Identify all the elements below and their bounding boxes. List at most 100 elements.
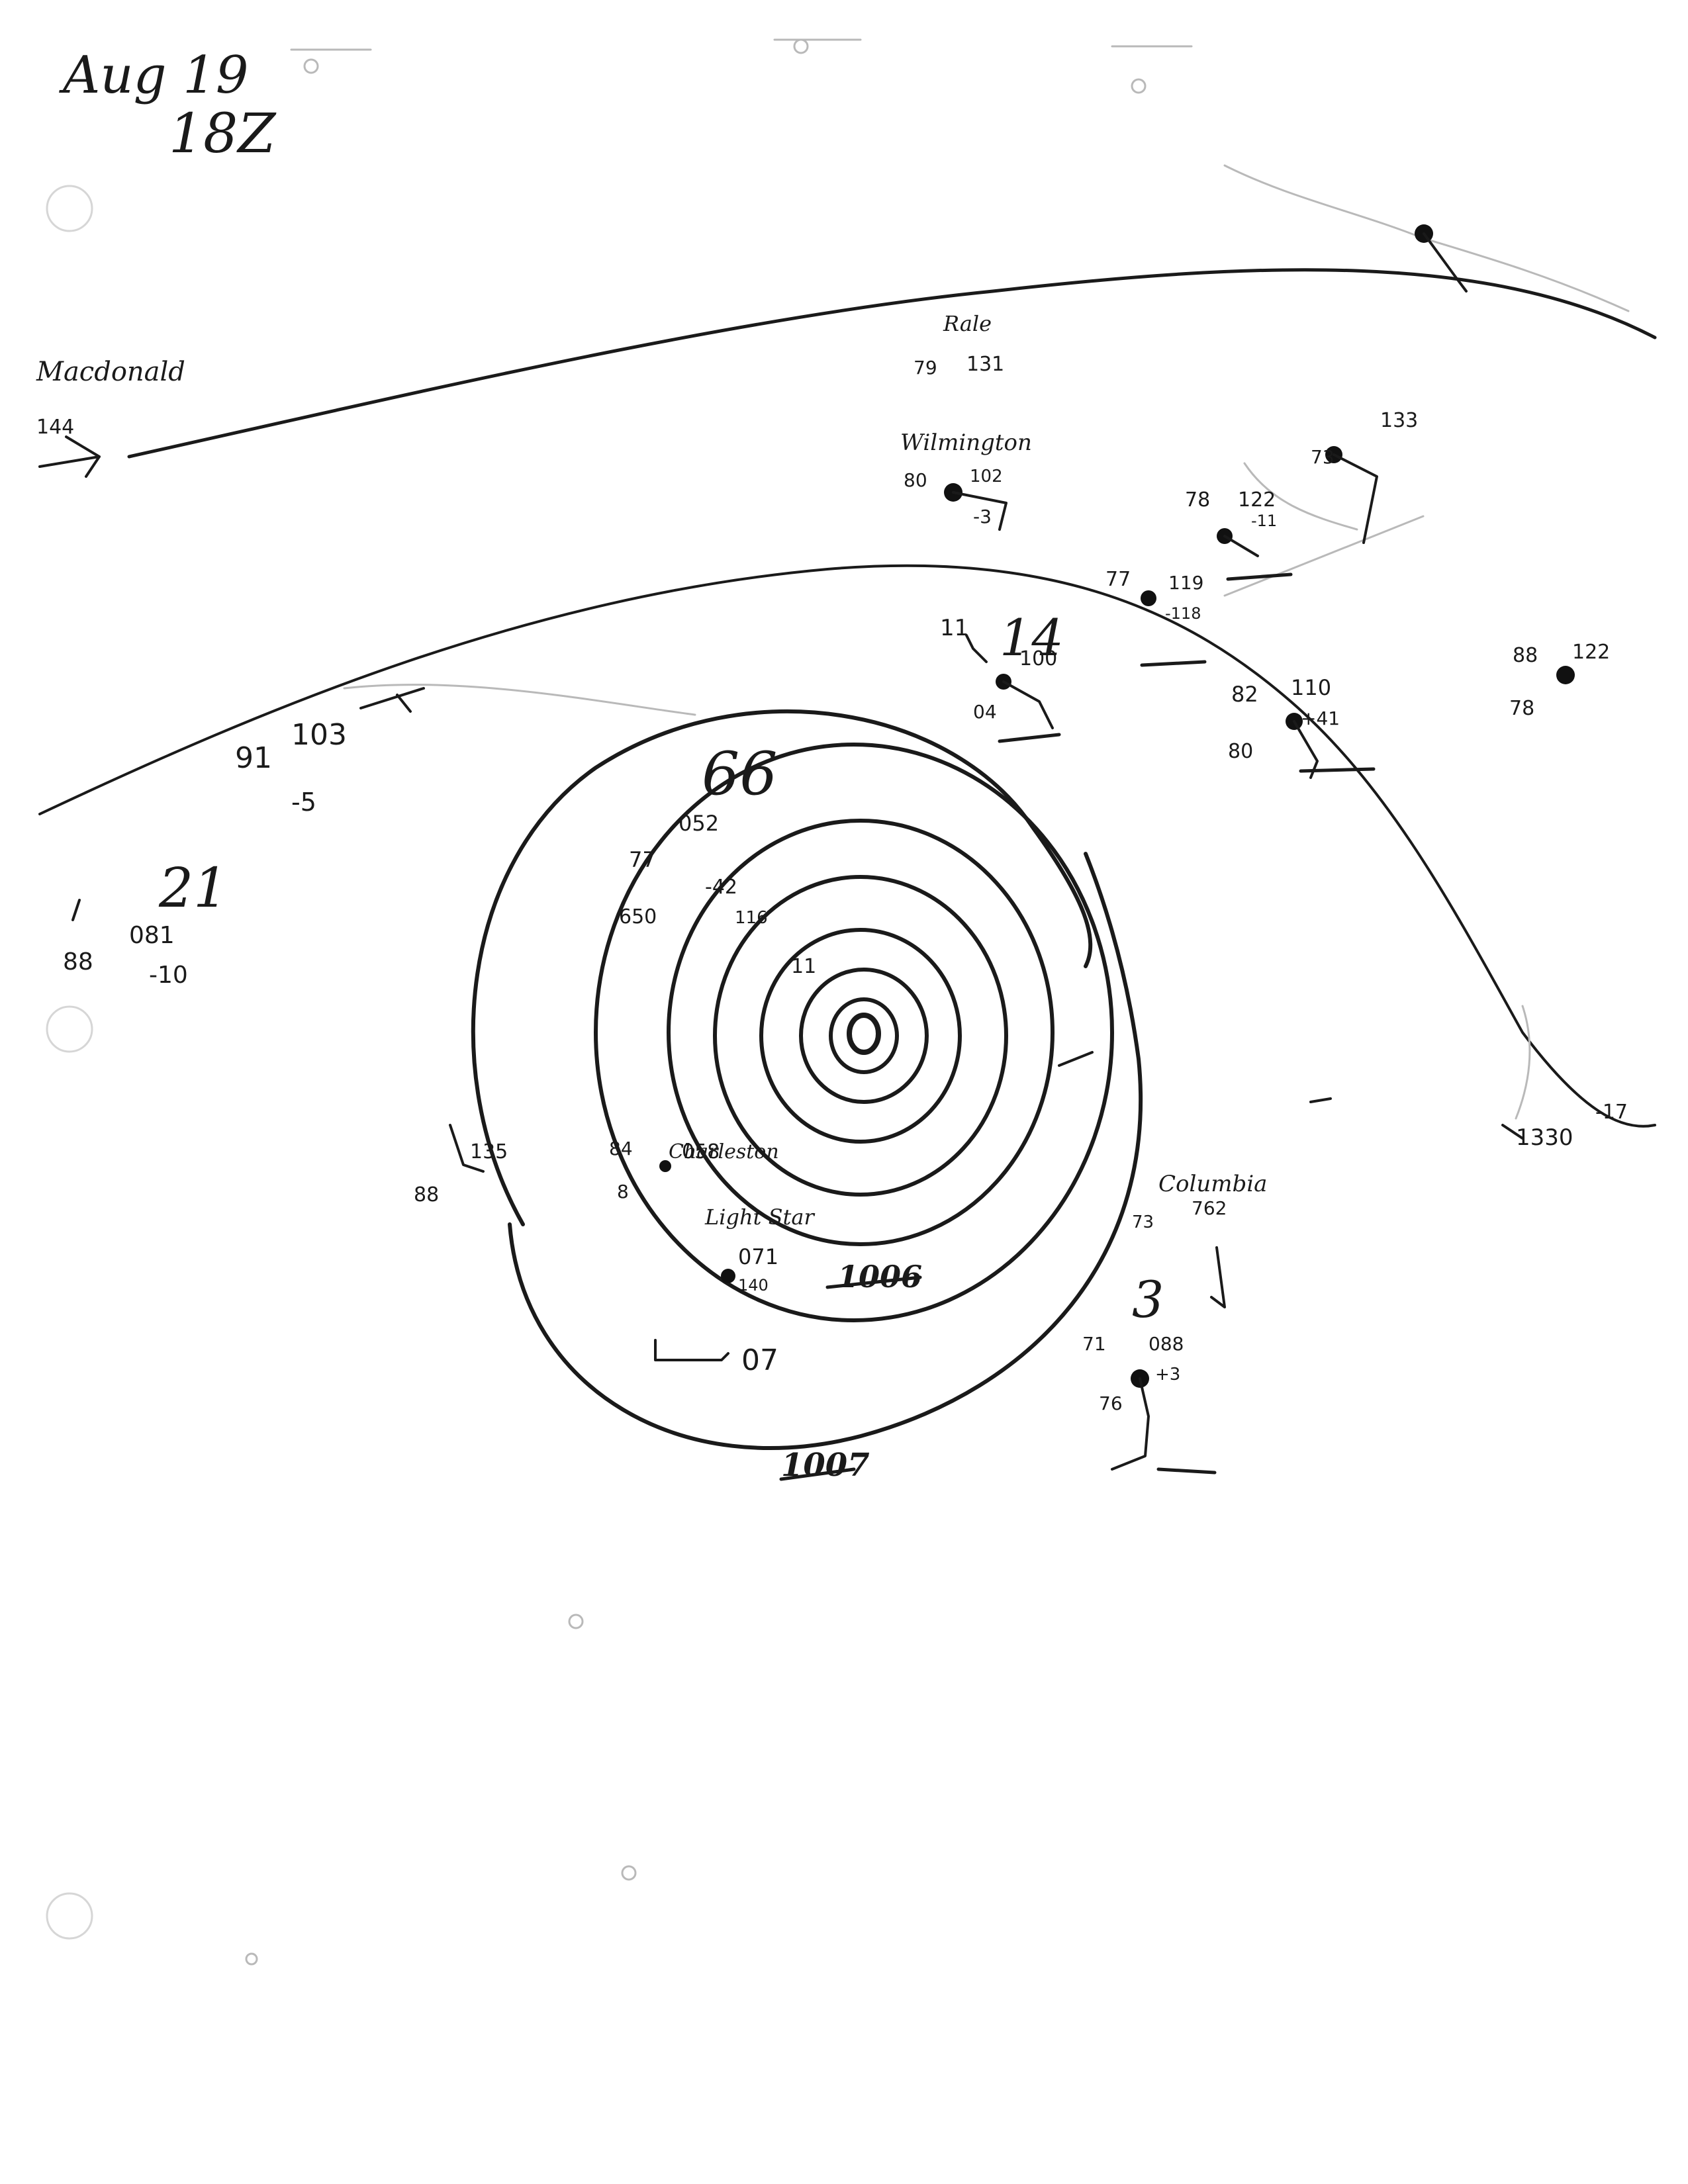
label-north-a-temp: 73 bbox=[1311, 446, 1335, 468]
place-charleston: Charleston bbox=[669, 1140, 779, 1163]
wind-barb-south-a bbox=[1111, 1377, 1150, 1471]
label-coast-b-tend: -118 bbox=[1165, 604, 1201, 623]
west-arrow-mark bbox=[38, 435, 101, 478]
label-raleigh-press: 131 bbox=[966, 353, 1004, 376]
station-dot-center-sw bbox=[659, 1160, 671, 1172]
label-near-center-extra: 116 bbox=[735, 908, 768, 928]
station-dot-east-a bbox=[1556, 666, 1575, 684]
label-coast-c-tend: -11 bbox=[1251, 512, 1277, 530]
place-wilmington: Wilmington bbox=[900, 430, 1032, 456]
lower-front-line bbox=[38, 564, 1656, 1128]
label-far-east-press: 1330 bbox=[1516, 1124, 1573, 1151]
label-wilmington-tend: -3 bbox=[973, 506, 992, 527]
label-coast-c-temp: 78 bbox=[1185, 488, 1210, 512]
isobar-6 bbox=[799, 968, 929, 1104]
label-center-sw-press: 058 bbox=[682, 1140, 720, 1163]
wind-barb-buoy bbox=[654, 1339, 729, 1361]
label-raleigh-temp: 79 bbox=[914, 357, 937, 379]
wind-barb-columbia bbox=[1210, 1246, 1226, 1308]
label-west-a-temp: 91 bbox=[235, 741, 272, 775]
map-date: Aug 19 bbox=[59, 46, 249, 105]
label-west-b-press: 081 bbox=[129, 922, 175, 949]
isobar-5 bbox=[759, 928, 962, 1144]
label-east-a-press: 122 bbox=[1572, 641, 1610, 664]
label-north-a-press: 133 bbox=[1380, 409, 1418, 432]
isobar-outer-south bbox=[508, 852, 1143, 1450]
label-west-c-temp: 88 bbox=[414, 1183, 439, 1206]
label-ship-tend: 140 bbox=[738, 1276, 769, 1295]
wind-arrow-center-e bbox=[1058, 1051, 1094, 1067]
label-near-center-tend: -42 bbox=[705, 876, 737, 899]
faint-coastline-north bbox=[1223, 164, 1630, 531]
label-near-center-temp: 77 bbox=[629, 847, 656, 872]
binder-hole-middle bbox=[46, 1005, 93, 1053]
wind-barb-far-east bbox=[1501, 1124, 1524, 1140]
label-center-sw-dew: 8 bbox=[617, 1181, 629, 1203]
wind-barb-north-b bbox=[1423, 232, 1468, 293]
map-time: 18Z bbox=[169, 103, 277, 165]
label-macdonald-top: 144 bbox=[36, 416, 74, 439]
label-coast-d-temp: 82 bbox=[1231, 682, 1258, 707]
wind-barb-north-a bbox=[1333, 453, 1378, 544]
label-south-a-tend: +3 bbox=[1155, 1365, 1180, 1385]
label-wilmington-press: 102 bbox=[970, 467, 1003, 486]
wind-barb-west-c bbox=[449, 1124, 485, 1173]
wind-barb-west-b bbox=[71, 899, 81, 921]
label-wilmington-temp: 80 bbox=[904, 469, 927, 491]
label-coast-c-press: 122 bbox=[1238, 488, 1276, 512]
hurricane-isobars bbox=[471, 709, 1143, 1450]
place-columbia: Columbia bbox=[1158, 1171, 1267, 1197]
label-coast-d-tend: +41 bbox=[1301, 707, 1340, 729]
wind-arrow-west bbox=[359, 687, 425, 713]
label-near-center-press: 052 bbox=[679, 811, 719, 836]
underline-marks bbox=[779, 572, 1376, 1481]
storm-eye bbox=[847, 1013, 881, 1055]
label-columbia-temp: 73 bbox=[1132, 1212, 1154, 1232]
mark-14: 14 bbox=[1000, 608, 1064, 667]
isobar-4 bbox=[713, 875, 1008, 1197]
upper-front-line bbox=[127, 268, 1657, 459]
isobar-7 bbox=[829, 997, 899, 1074]
label-near-center-dew: 650 bbox=[619, 905, 657, 929]
place-ship: Light Star bbox=[704, 1205, 815, 1230]
wind-arrow-se bbox=[1309, 1097, 1332, 1103]
label-buoy-press: 07 bbox=[741, 1343, 778, 1377]
mark-21: 21 bbox=[158, 857, 228, 920]
place-raleigh: Rale bbox=[943, 311, 992, 336]
isobar-outer bbox=[471, 709, 1093, 1226]
wind-barb-coast-c bbox=[1223, 535, 1259, 557]
wind-barbs bbox=[71, 232, 1524, 1471]
station-labels: 144 91 103 -5 88 081 -10 88 135 052 77 -… bbox=[36, 353, 1628, 1414]
label-east-a-dew: 78 bbox=[1509, 697, 1534, 720]
label-center-sw-temp: 84 bbox=[609, 1138, 633, 1160]
label-coast-b-temp: 77 bbox=[1105, 568, 1131, 591]
binder-hole-bottom bbox=[46, 1892, 93, 1940]
isobar-3 bbox=[667, 819, 1055, 1246]
label-west-a-press: 103 bbox=[291, 718, 347, 752]
faint-coastline bbox=[343, 515, 1531, 1120]
label-coast-d-press: 110 bbox=[1291, 675, 1331, 700]
label-coast-b-press: 119 bbox=[1168, 572, 1203, 594]
label-south-a-press: 088 bbox=[1149, 1333, 1184, 1355]
isobar-label-east: 1006 bbox=[837, 1259, 922, 1295]
label-far-east-tend: -17 bbox=[1595, 1101, 1628, 1124]
label-south-a-dew: 76 bbox=[1099, 1392, 1123, 1414]
label-coast-d-dew: 80 bbox=[1228, 740, 1253, 763]
isobar-label-center: 66 bbox=[702, 739, 778, 809]
place-west: Macdonald bbox=[36, 357, 185, 387]
label-west-b-tend: -10 bbox=[149, 962, 188, 989]
wind-barb-wilmington bbox=[952, 491, 1008, 531]
faded-stations bbox=[245, 38, 1193, 1966]
isobar-label-outer: 1007 bbox=[781, 1447, 870, 1484]
label-columbia-press: 762 bbox=[1192, 1197, 1227, 1219]
binder-hole-top bbox=[46, 185, 93, 232]
label-coast-a-press: 100 bbox=[1019, 647, 1057, 670]
mark-3: 3 bbox=[1132, 1270, 1164, 1329]
station-dot-coast-b bbox=[1141, 590, 1156, 606]
label-west-b-temp: 88 bbox=[63, 948, 93, 976]
label-ship-press: 071 bbox=[738, 1244, 778, 1269]
label-west-c-press: 135 bbox=[470, 1140, 508, 1163]
label-west-a-tend: -5 bbox=[291, 788, 316, 817]
